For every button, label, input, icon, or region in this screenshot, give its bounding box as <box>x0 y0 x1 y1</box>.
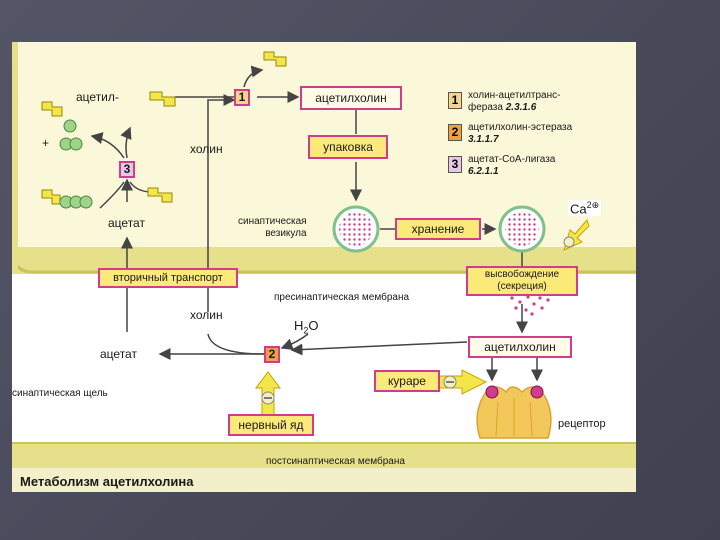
label-receptor: рецептор <box>558 418 606 430</box>
label-water: H2O <box>294 318 319 336</box>
enzyme-1-marker: 1 <box>234 89 250 106</box>
label-calcium: Ca2⊕ <box>568 200 602 217</box>
legend-num-2: 2 <box>448 124 462 141</box>
arrow-choline-up <box>207 94 236 312</box>
label-choline-top: холин <box>190 142 223 156</box>
receptor-shape <box>476 385 552 439</box>
phosphate-glyphs <box>59 119 93 209</box>
box-curare: кураре <box>374 370 440 392</box>
legend-num-3: 3 <box>448 156 462 173</box>
enzyme-3-marker: 3 <box>119 161 135 178</box>
enzyme-2-marker: 2 <box>264 346 280 363</box>
release-line2: (секреция) <box>497 281 547 292</box>
title-strip <box>12 468 636 492</box>
label-acetate-top: ацетат <box>108 216 145 230</box>
label-synaptic-cleft: синаптическая щель <box>12 388 108 399</box>
label-presynaptic-membrane: пресинаптическая мембрана <box>274 292 410 303</box>
box-acetylcholine-bottom: ацетилхолин <box>468 336 572 358</box>
legend-text-1: холин-ацетилтранс- фераза 2.3.1.6 <box>468 90 561 113</box>
released-dots <box>510 295 550 316</box>
box-acetylcholine-top: ацетилхолин <box>300 86 402 110</box>
acetylcholine-metabolism-diagram: ацетил- + ацетат холин ацетилхолин упако… <box>12 42 636 492</box>
box-storage: хранение <box>395 218 481 240</box>
box-release: высвобождение (секреция) <box>466 266 578 296</box>
box-nerve-poison: нервный яд <box>228 414 314 436</box>
label-postsynaptic-membrane: постсинаптическая мембрана <box>266 456 405 467</box>
figure-title: Метаболизм ацетилхолина <box>20 474 194 489</box>
release-line1: высвобождение <box>484 269 560 280</box>
postsynaptic-membrane-band <box>12 442 636 468</box>
coa-glyphs <box>41 51 287 205</box>
label-acetate-bottom: ацетат <box>100 347 137 361</box>
label-acetyl: ацетил- <box>76 90 119 104</box>
legend-text-3: ацетат-СоА-лигаза 6.2.1.1 <box>468 154 556 177</box>
legend-text-2: ацетилхолин-эстераза 3.1.1.7 <box>468 122 573 145</box>
label-plus: + <box>42 136 50 150</box>
label-vesicle: синаптическая везикула <box>238 216 307 239</box>
box-packaging: упаковка <box>308 135 388 159</box>
label-choline-bottom: холин <box>190 308 223 322</box>
box-secondary-transport: вторичный транспорт <box>98 268 238 288</box>
legend-num-1: 1 <box>448 92 462 109</box>
